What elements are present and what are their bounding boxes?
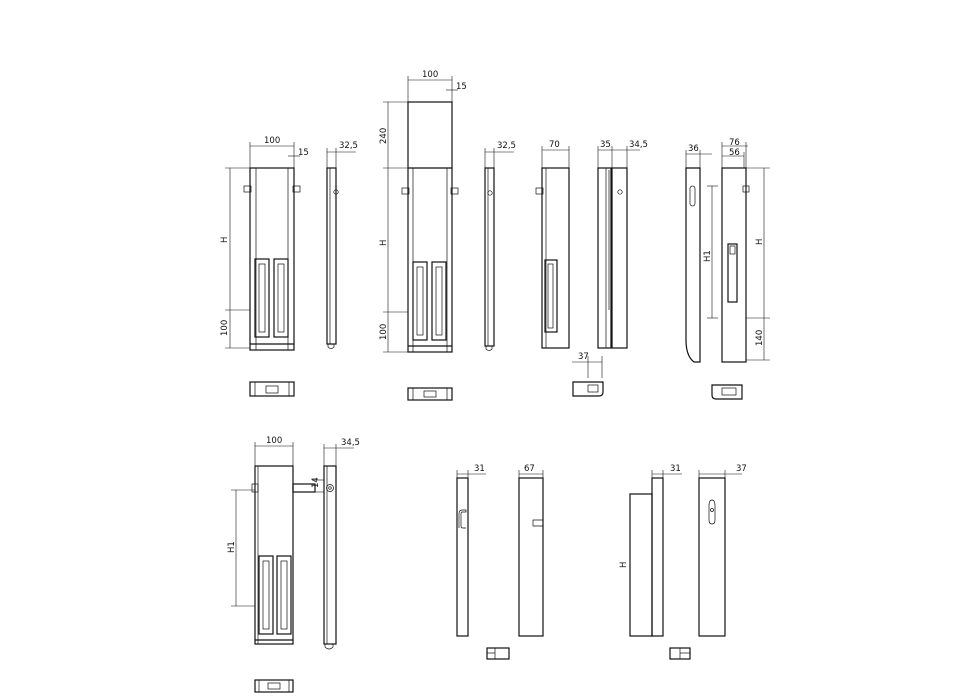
- dim-H-7: H: [619, 562, 629, 568]
- front-view-3: 70: [535, 140, 570, 349]
- dim-H-1: H: [220, 237, 230, 243]
- view-group-6: 31 67: [456, 464, 544, 660]
- plan-view-4: [711, 384, 743, 400]
- plan-view-2: [407, 387, 453, 401]
- dim-H-4: H: [755, 239, 765, 245]
- dim-76: 76: [729, 138, 740, 148]
- front-view-7: 37: [698, 464, 747, 637]
- dim-100-vertical-2: 100: [379, 324, 389, 340]
- dim-width-100-1: 100: [264, 136, 280, 146]
- front-view-2: [401, 101, 459, 353]
- dim-140: 140: [755, 330, 765, 346]
- front-view-4: 76 56 H 140: [721, 138, 770, 363]
- plan-view-7: [669, 647, 691, 660]
- dim-56: 56: [729, 148, 740, 158]
- dim-32-5-2: 32,5: [497, 141, 516, 151]
- dim-31-a: 31: [474, 464, 485, 474]
- dim-34-5-a: 34,5: [629, 140, 648, 150]
- dim-36: 36: [688, 144, 699, 154]
- dim-32-5-1: 32,5: [339, 141, 358, 151]
- view-group-4: 36 H1 76 56 H 140: [685, 138, 770, 400]
- dim-width-100-5: 100: [266, 436, 282, 446]
- dim-14: 14: [311, 477, 321, 488]
- dim-H1-b: H1: [227, 541, 237, 553]
- dim-H-2: H: [379, 240, 389, 246]
- plan-view-6: [486, 647, 510, 660]
- view-group-1: 100 15 H 100 32,5: [220, 136, 358, 397]
- dim-H1-a: H1: [703, 250, 713, 262]
- dim-37-a: 37: [578, 352, 589, 362]
- dim-240: 240: [379, 128, 389, 144]
- view-group-5: 100 H1 34,5 14: [227, 436, 360, 693]
- dim-67: 67: [524, 464, 535, 474]
- dim-34-5-b: 34,5: [341, 438, 360, 448]
- dim-31-b: 31: [670, 464, 681, 474]
- side-view-5: 34,5 14: [311, 438, 360, 650]
- front-view-1: [243, 167, 301, 351]
- dim-15-1: 15: [298, 148, 309, 158]
- view-group-2: 100 15 240 H 100 32,5: [379, 70, 516, 401]
- side-view-2: 32,5: [484, 141, 516, 351]
- side-view-1: 32,5: [326, 141, 358, 349]
- front-view-5: 100 H1: [227, 436, 316, 645]
- dimensions-front-1: 100 15 H 100: [220, 136, 309, 349]
- view-group-7: 31 H 37: [619, 464, 747, 660]
- front-view-6: 67: [518, 464, 544, 637]
- plan-view-5: [254, 679, 294, 693]
- view-group-3: 70 35 34,5 37: [535, 140, 648, 397]
- dim-15-2: 15: [456, 82, 467, 92]
- plan-view-1: [249, 381, 295, 397]
- side-view-3: 35 34,5: [597, 140, 648, 349]
- plan-view-3: 37: [572, 352, 604, 397]
- dim-37-b: 37: [736, 464, 747, 474]
- side-view-4: 36 H1: [685, 144, 718, 363]
- dim-70: 70: [549, 140, 560, 150]
- side-view-6: 31: [456, 464, 486, 637]
- dimensions-front-2: 100 15 240 H 100: [379, 70, 467, 353]
- dim-width-100-2: 100: [422, 70, 438, 80]
- dim-35: 35: [600, 140, 611, 150]
- dim-100-vertical-1: 100: [220, 320, 230, 336]
- side-view-7: 31 H: [619, 464, 682, 637]
